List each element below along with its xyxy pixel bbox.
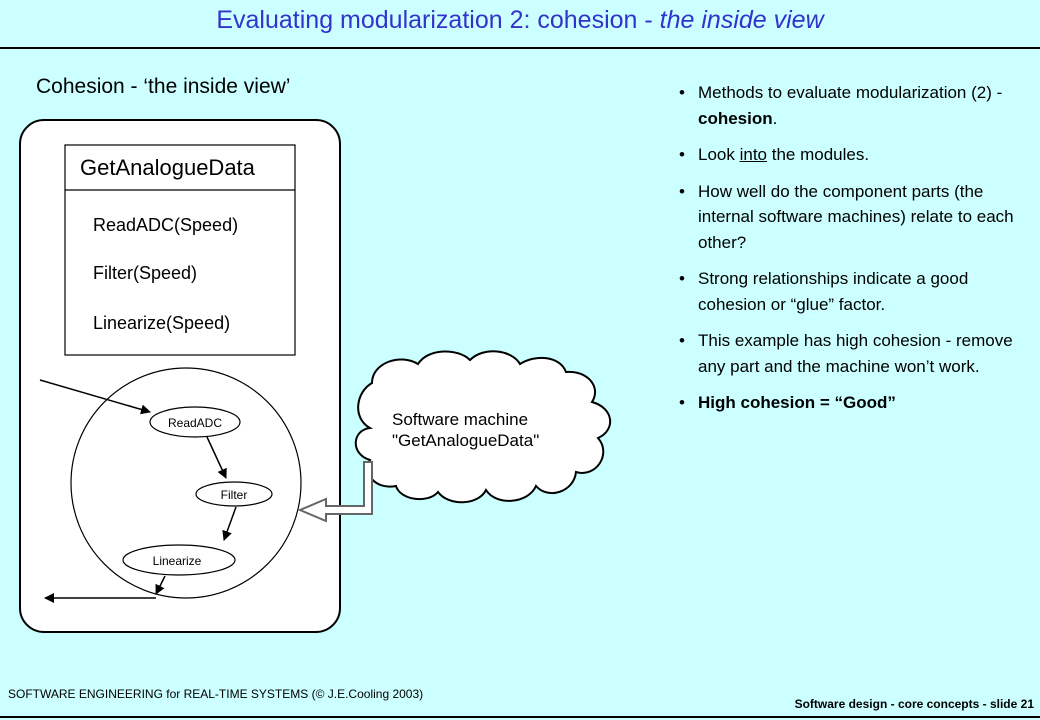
filter-to-linearize-arrow — [222, 506, 237, 541]
bullet-item: This example has high cohesion - remove … — [676, 328, 1016, 379]
readadc-bubble — [149, 406, 241, 438]
bullet-pre: Look — [698, 145, 740, 164]
bullet-item: Methods to evaluate modularization (2) -… — [676, 80, 1016, 131]
bullet-text: Strong relationships indicate a good coh… — [698, 269, 969, 314]
footer-divider — [0, 716, 1040, 718]
module-box — [64, 144, 296, 356]
bullet-text: This example has high cohesion - remove … — [698, 331, 1013, 376]
filter-bubble — [195, 481, 273, 507]
slide-title-italic: the inside view — [659, 6, 824, 34]
cloud-label-line2: "GetAnalogueData" — [392, 431, 539, 450]
input-arrow — [39, 379, 151, 415]
pointer-arrow — [297, 461, 373, 523]
module-item: Linearize(Speed) — [93, 313, 230, 333]
bullet-post: the modules. — [767, 145, 870, 164]
readadc-to-filter-arrow — [206, 436, 227, 479]
bullet-text: How well do the component parts (the int… — [698, 181, 1014, 252]
filter-label: Filter — [221, 488, 248, 502]
footer-slide-label: Software design - core concepts - slide … — [794, 697, 1034, 711]
bullet-text: Methods to evaluate modularization (2) - — [698, 83, 1003, 102]
module-item: ReadADC(Speed) — [93, 215, 238, 235]
cloud-label-line1: Software machine — [392, 410, 528, 429]
linearize-output-arrow — [155, 575, 166, 595]
bullet-item: Look into the modules. — [676, 142, 1016, 168]
linearize-bubble — [122, 544, 236, 576]
bullet-item: High cohesion = “Good” — [676, 390, 1016, 416]
module-name: GetAnalogueData — [80, 155, 256, 180]
module-item: Filter(Speed) — [93, 263, 197, 283]
slide-title: Evaluating modularization 2: cohesion - … — [0, 6, 1040, 35]
title-divider — [0, 47, 1040, 49]
footer-course-label: SOFTWARE ENGINEERING for REAL-TIME SYSTE… — [8, 687, 424, 701]
slide-title-prefix: Evaluating modularization 2: cohesion - — [216, 6, 660, 34]
bullet-underline: into — [739, 145, 768, 164]
bullet-bold: High cohesion = “Good” — [698, 393, 896, 412]
diagram-subtitle: Cohesion - ‘the inside view’ — [36, 75, 291, 98]
linearize-label: Linearize — [153, 554, 202, 568]
bullet-item: How well do the component parts (the int… — [676, 179, 1016, 256]
bullet-list: Methods to evaluate modularization (2) -… — [676, 80, 1016, 427]
bullet-item: Strong relationships indicate a good coh… — [676, 266, 1016, 317]
readadc-label: ReadADC — [168, 416, 222, 430]
bullet-bold: cohesion — [698, 108, 773, 128]
machine-circle — [70, 367, 302, 599]
bullet-tail: . — [772, 108, 778, 128]
